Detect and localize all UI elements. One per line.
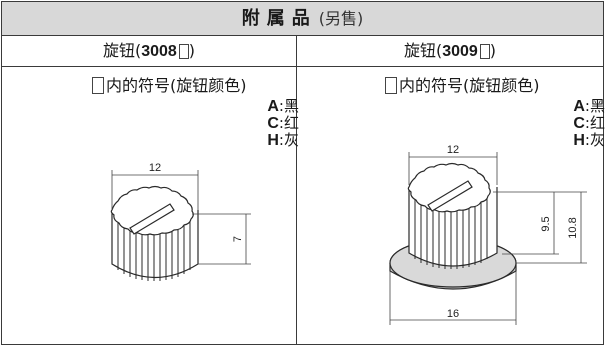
color-note-text: 内的符号(旋钮颜色) xyxy=(106,76,247,95)
column-header-suffix: ) xyxy=(489,41,497,60)
dimension-total-height: 10.8 xyxy=(567,217,579,238)
knob-3008-drawing: 12 7 xyxy=(110,162,251,281)
knob-3009-drawing: 12 9.5 10.8 16 xyxy=(389,144,587,325)
color-legend-item: C:红 xyxy=(573,114,605,132)
model-number: 3008 xyxy=(141,43,177,60)
color-legend-item: H:灰 xyxy=(573,131,605,149)
color-legend-item: A:黑 xyxy=(573,97,605,115)
color-legend: A:黑 C:红 H:灰 xyxy=(267,98,299,149)
color-legend-item: H:灰 xyxy=(267,131,299,149)
dimension-knob-height: 9.5 xyxy=(540,216,552,231)
dimension-width: 12 xyxy=(149,162,161,174)
color-note: 内的符号(旋钮颜色) xyxy=(92,72,247,96)
color-note-text: 内的符号(旋钮颜色) xyxy=(399,76,540,95)
color-legend-item: C:红 xyxy=(267,114,299,132)
color-note: 内的符号(旋钮颜色) xyxy=(385,72,540,96)
color-code-box xyxy=(92,77,104,94)
column-divider xyxy=(296,36,297,345)
color-code-box xyxy=(385,77,397,94)
column-header-prefix: 旋钮( xyxy=(403,41,443,60)
column-header-3008: 旋钮(3008) xyxy=(2,36,296,67)
color-code-box xyxy=(479,44,490,59)
column-header-prefix: 旋钮( xyxy=(102,41,142,60)
color-legend: A:黑 C:红 H:灰 xyxy=(573,98,605,149)
column-header-suffix: ) xyxy=(188,41,196,60)
dimension-height: 7 xyxy=(232,236,244,242)
table-subtitle: (另售) xyxy=(318,9,364,28)
table-title: 附属品 xyxy=(241,8,317,29)
cell-3008: 内的符号(旋钮颜色) A:黑 C:红 H:灰 xyxy=(2,67,299,345)
dimension-base-width: 16 xyxy=(447,308,459,320)
color-code-box xyxy=(178,44,189,59)
table-title-row: 附属品(另售) xyxy=(2,2,603,36)
column-header-3009: 旋钮(3009) xyxy=(296,36,603,67)
dimension-width: 12 xyxy=(447,144,459,156)
cell-3009: 内的符号(旋钮颜色) A:黑 C:红 H:灰 xyxy=(297,67,605,345)
model-number: 3009 xyxy=(442,43,478,60)
color-legend-item: A:黑 xyxy=(267,97,299,115)
